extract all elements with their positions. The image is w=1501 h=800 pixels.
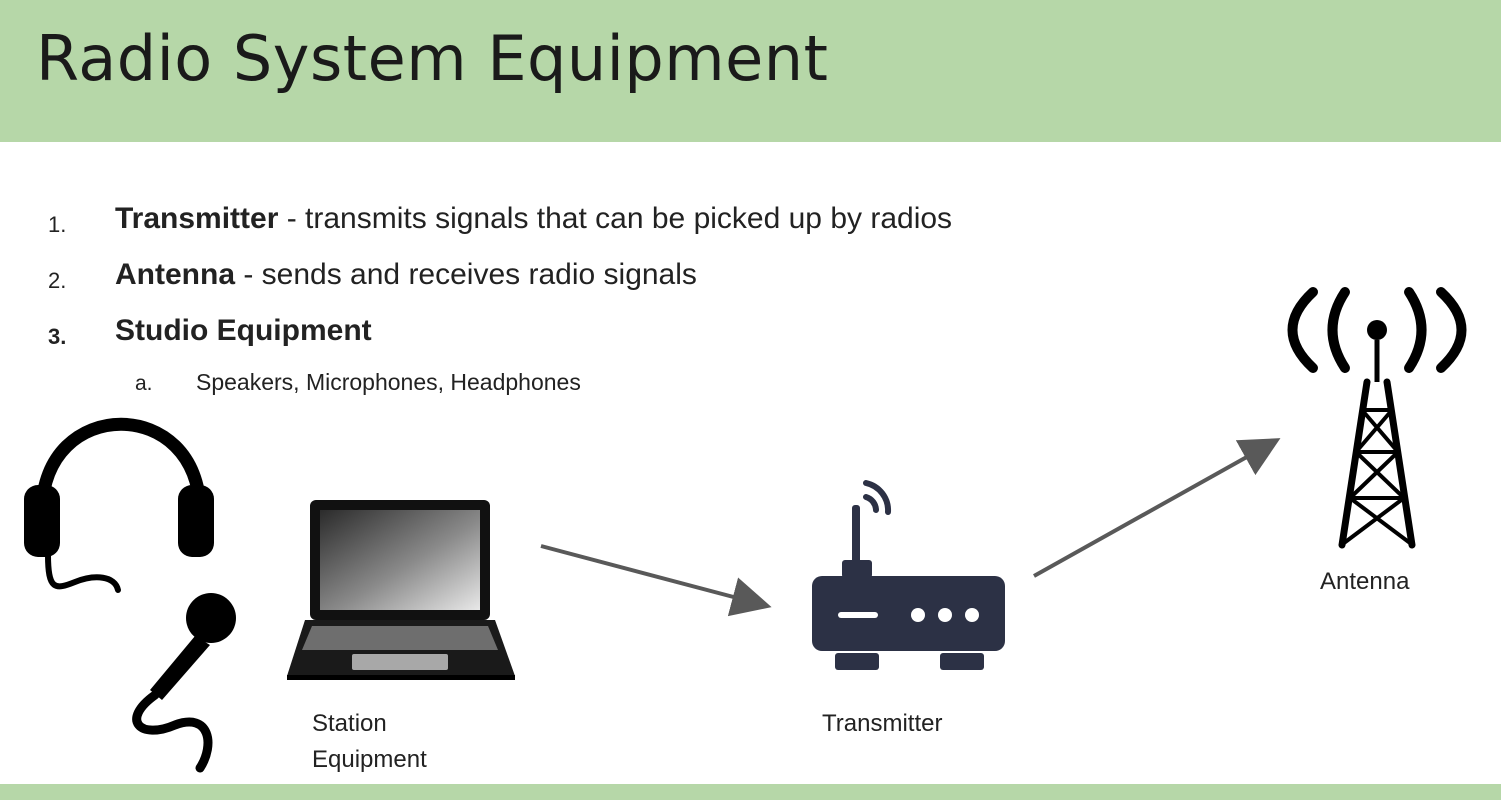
sub-list-letter: a. xyxy=(135,372,153,395)
slide-footer-bar xyxy=(0,784,1501,800)
transmitter-icon xyxy=(812,480,1005,670)
headphones-icon xyxy=(24,417,214,593)
antenna-label: Antenna xyxy=(1320,568,1410,595)
list-item-studio-equipment: Studio Equipment xyxy=(115,314,372,348)
list-term: Transmitter xyxy=(115,202,279,235)
microphone-icon xyxy=(132,593,236,773)
transmitter-label: Transmitter xyxy=(822,710,943,737)
list-item-transmitter: Transmitter - transmits signals that can… xyxy=(115,202,952,236)
list-term: Antenna xyxy=(115,258,235,291)
list-number-3: 3. xyxy=(48,324,67,349)
station-equipment-label-line1: Station xyxy=(312,710,387,737)
arrow-icon xyxy=(540,544,772,617)
list-number-1: 1. xyxy=(48,212,67,237)
list-item-antenna: Antenna - sends and receives radio signa… xyxy=(115,258,697,292)
laptop-icon xyxy=(287,500,515,680)
list-description: - transmits signals that can be picked u… xyxy=(278,202,953,235)
list-description: - sends and receives radio signals xyxy=(235,258,697,291)
slide-header: Radio System Equipment xyxy=(0,0,1501,142)
arrow-icon xyxy=(1033,438,1281,578)
antenna-tower-icon xyxy=(1287,287,1467,549)
list-term: Studio Equipment xyxy=(115,314,372,347)
station-equipment-label-line2: Equipment xyxy=(312,746,427,773)
list-number-2: 2. xyxy=(48,268,67,293)
sub-list-item: Speakers, Microphones, Headphones xyxy=(196,369,581,395)
slide-title: Radio System Equipment xyxy=(36,22,829,95)
